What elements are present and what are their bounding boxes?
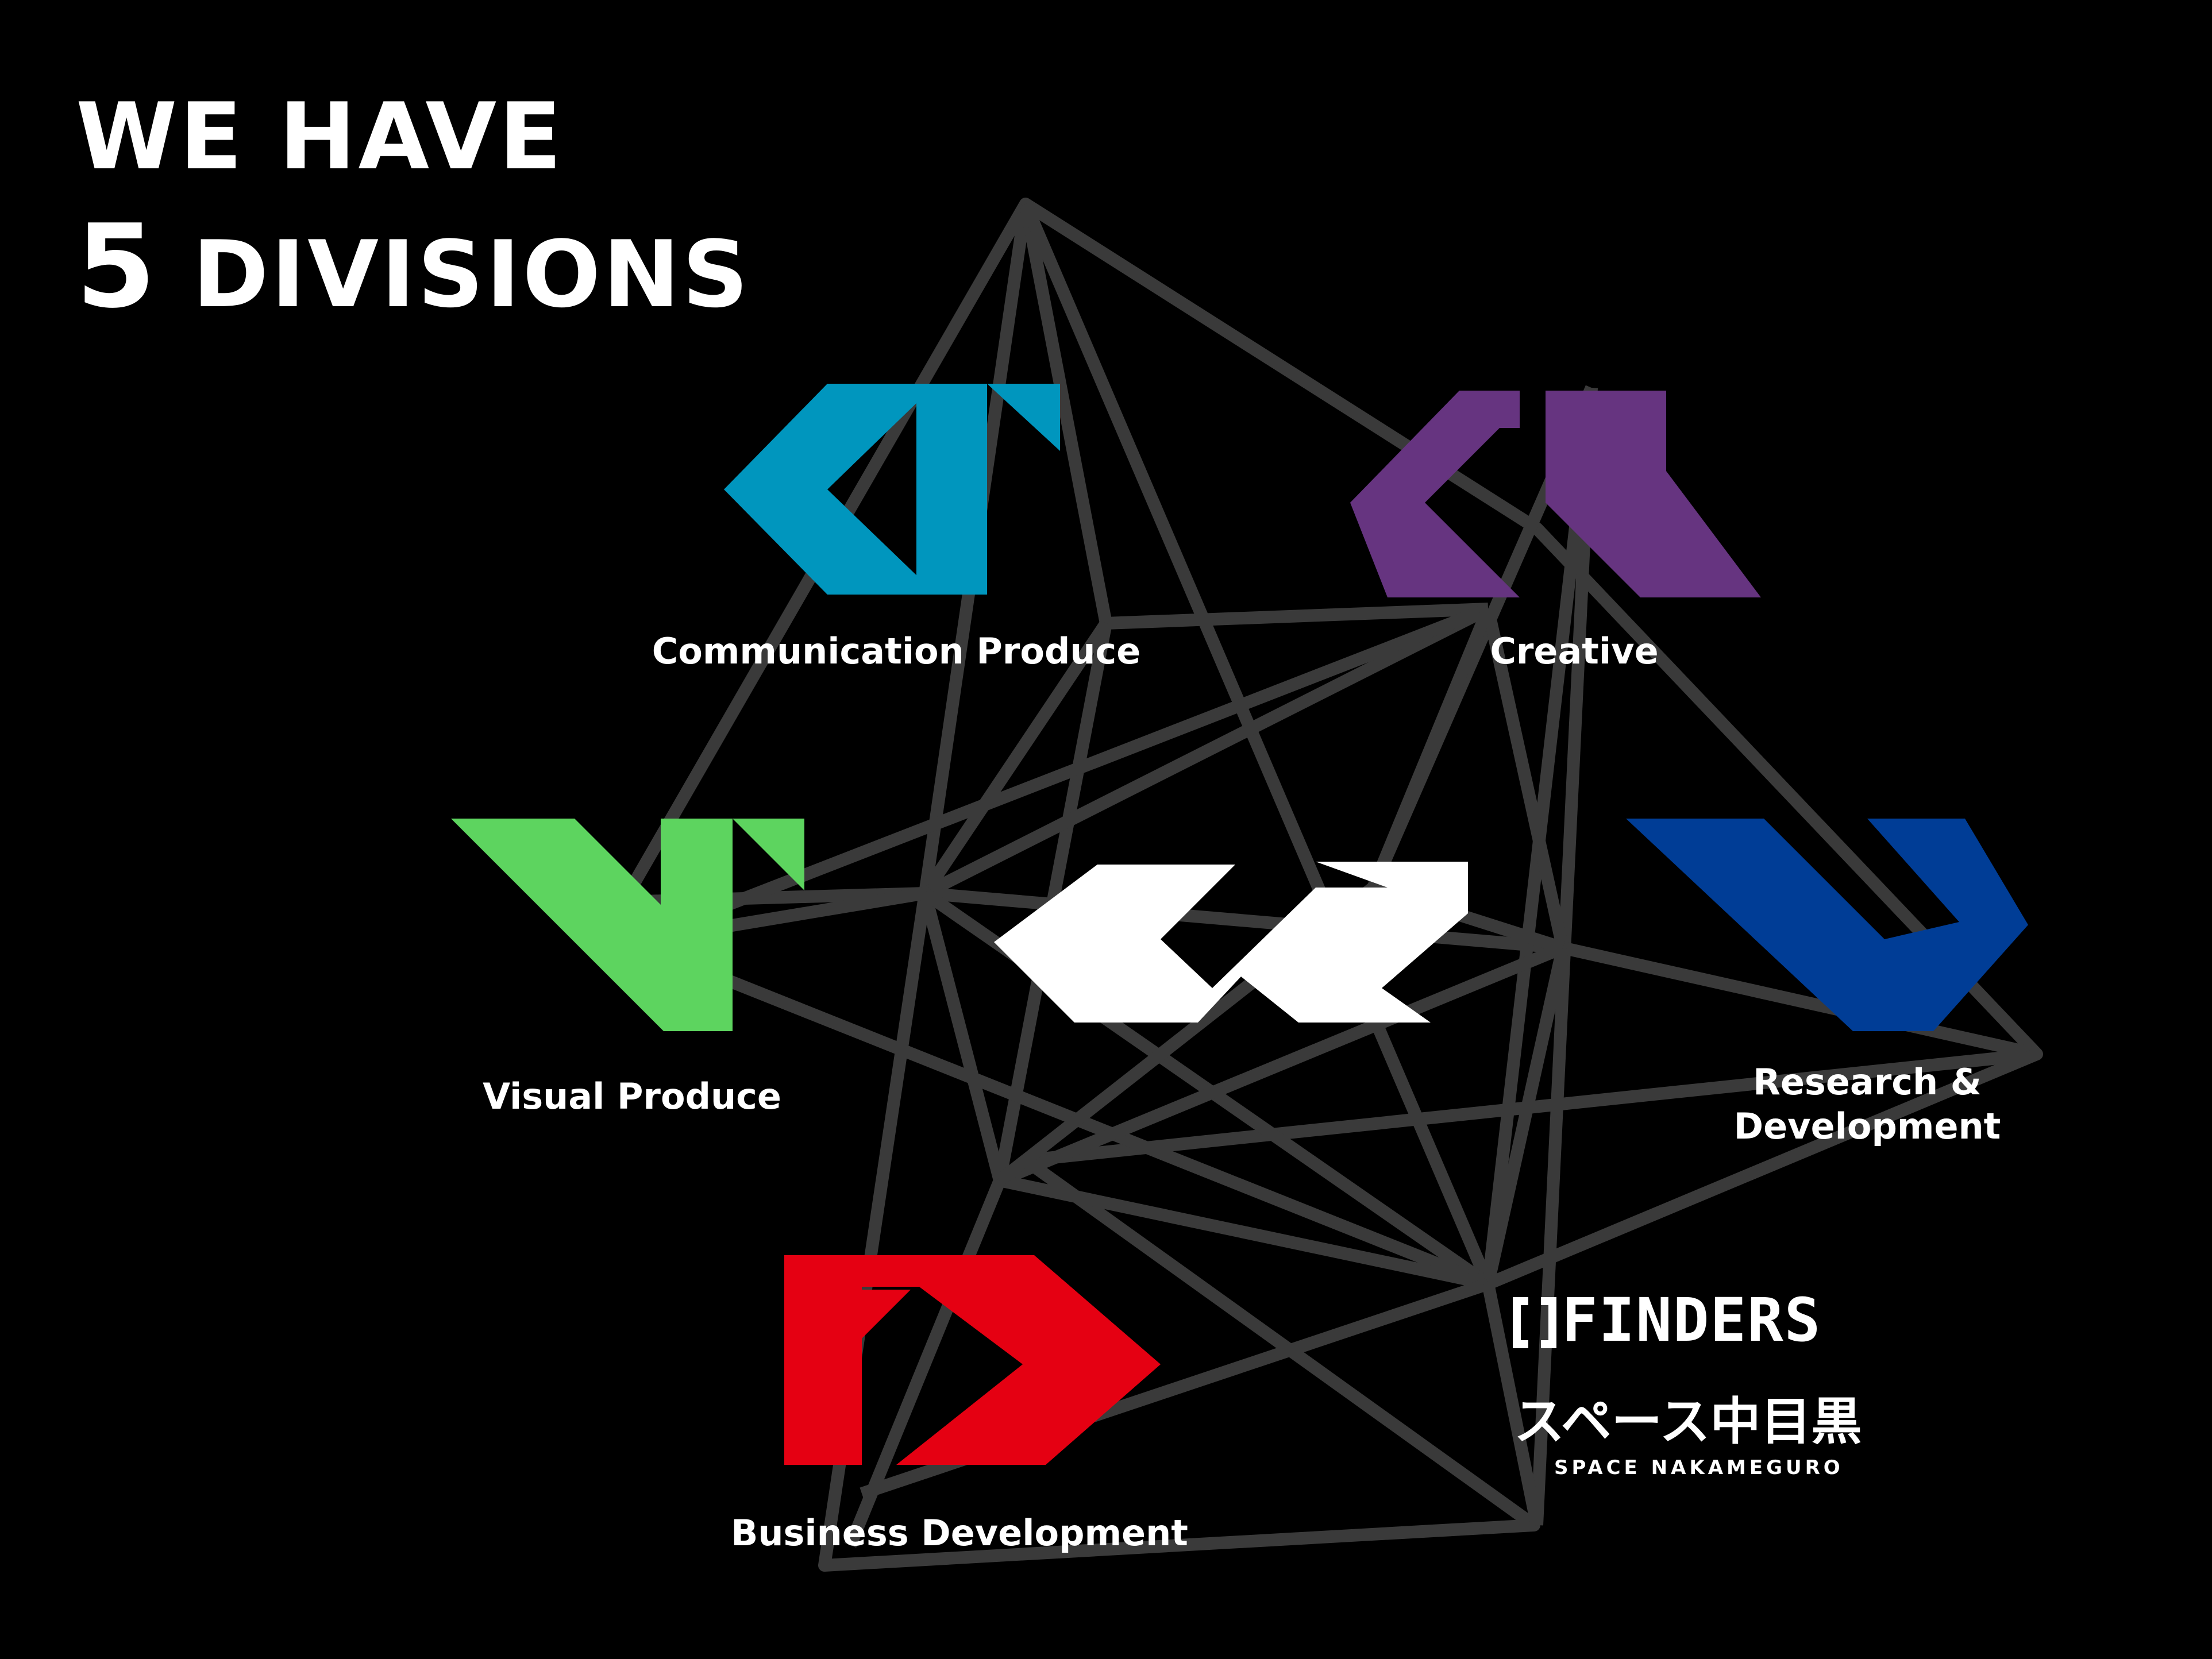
central-logo [994, 862, 1468, 1023]
research-development-logo [1626, 819, 2028, 1031]
title-line-1: WE HAVE [76, 83, 564, 190]
label-communication-produce: Communication Produce [652, 630, 1141, 672]
label-research: Research & [1753, 1061, 1982, 1103]
finders-bracket-icon [1513, 1297, 1556, 1348]
finders-logo-text: FINDERS [1562, 1285, 1822, 1355]
label-visual-produce: Visual Produce [483, 1075, 781, 1117]
label-creative: Creative [1490, 630, 1659, 672]
title-number: 5 [76, 200, 159, 334]
title-line-2: 5 DIVISIONS [76, 210, 751, 328]
label-business-development: Business Development [731, 1512, 1188, 1554]
creative-logo [1350, 391, 1761, 597]
space-nakameguro-jp: スペース中目黒 [1514, 1392, 1862, 1451]
space-nakameguro-en: SPACE NAKAMEGURO [1554, 1456, 1844, 1479]
business-development-logo [784, 1255, 1161, 1465]
title-divisions: DIVISIONS [192, 221, 751, 328]
communication-produce-logo [724, 384, 1060, 595]
visual-produce-logo [451, 819, 804, 1031]
label-development: Development [1733, 1105, 2001, 1147]
